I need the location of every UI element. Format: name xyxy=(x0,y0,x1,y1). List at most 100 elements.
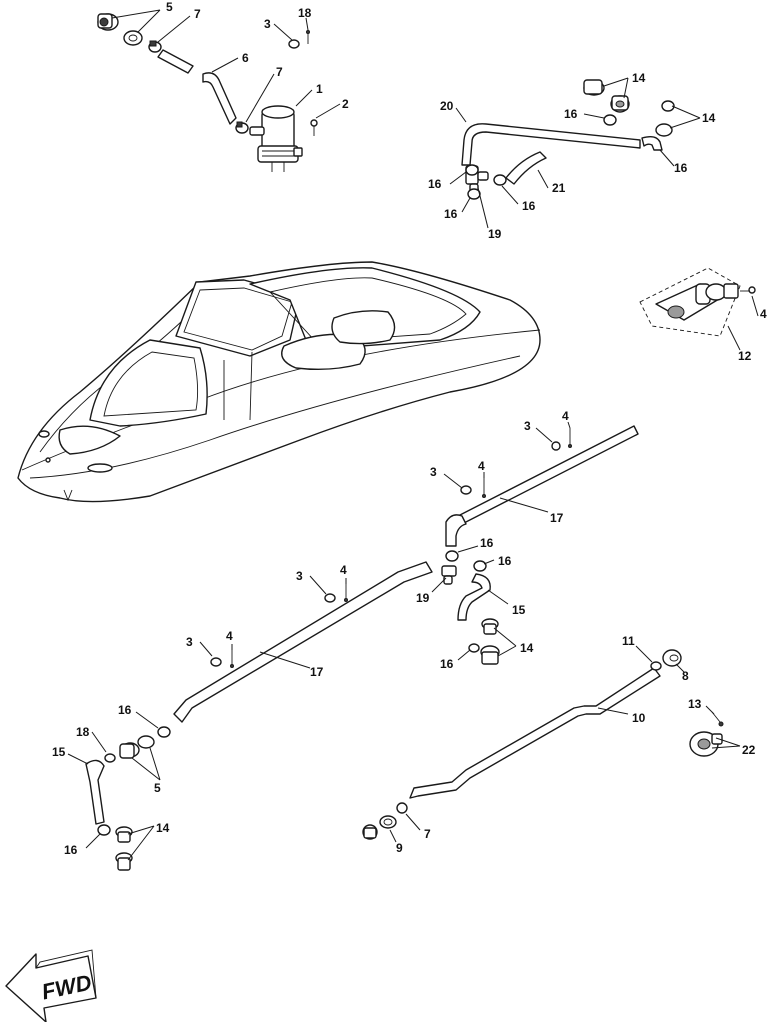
callout: 14 xyxy=(520,641,534,655)
callout: 13 xyxy=(688,697,702,711)
callout: 21 xyxy=(552,181,566,195)
callout: 3 xyxy=(524,419,531,433)
callout: 19 xyxy=(488,227,502,241)
clamp-16-bottom xyxy=(97,824,111,836)
clamp-11 xyxy=(650,661,662,671)
callout: 17 xyxy=(310,665,324,679)
callout: 3 xyxy=(296,569,303,583)
callout: 16 xyxy=(564,107,578,121)
callout: 8 xyxy=(682,669,689,683)
callout: 16 xyxy=(498,554,512,568)
callout: 19 xyxy=(416,591,430,605)
callout: 9 xyxy=(396,841,403,855)
clamp-3-upper-a xyxy=(551,441,561,451)
thru-hull-14-top-a xyxy=(583,79,605,96)
callout: 16 xyxy=(674,161,688,175)
clamp-7-lower xyxy=(396,802,408,814)
callout: 15 xyxy=(512,603,526,617)
callout: 3 xyxy=(186,635,193,649)
clamp-3-lower-b xyxy=(210,657,222,667)
thru-hull-5-lower xyxy=(119,735,155,759)
screw-4-upper-a xyxy=(568,428,572,448)
callout: 4 xyxy=(562,409,569,423)
callout: 4 xyxy=(226,629,233,643)
clamp-18-lower xyxy=(104,753,116,763)
clamp-16-lower xyxy=(157,726,171,738)
callout: 14 xyxy=(156,821,170,835)
clamp-3-upper-b xyxy=(460,485,472,495)
callout: 16 xyxy=(522,199,536,213)
hose-15-lower xyxy=(85,759,105,825)
callout: 14 xyxy=(632,71,646,85)
hose-6 xyxy=(202,72,237,125)
callout: 5 xyxy=(166,0,173,14)
callout: 16 xyxy=(428,177,442,191)
clamp-3-lower-a xyxy=(324,593,336,603)
tube-17-lower xyxy=(173,561,433,723)
hose-20 xyxy=(461,123,641,166)
clamp-16-a xyxy=(603,114,617,126)
callout: 5 xyxy=(154,781,161,795)
hose-21 xyxy=(505,151,547,185)
screw-4-lower-b xyxy=(230,650,234,668)
callout: 18 xyxy=(76,725,90,739)
hose-clamp-7-top xyxy=(148,40,162,53)
clamp-16-d xyxy=(493,174,507,186)
tube-17-upper xyxy=(457,425,639,525)
callout: 22 xyxy=(742,743,756,757)
forward-arrow-icon: FWD xyxy=(5,949,97,1022)
screw-2 xyxy=(310,119,318,136)
hose-clamp-7-pump xyxy=(235,121,249,134)
thru-hull-14-top-b xyxy=(610,95,630,113)
callout: 4 xyxy=(340,563,347,577)
callout: 18 xyxy=(298,6,312,20)
thru-hull-9 xyxy=(362,824,378,840)
clamp-3-top xyxy=(288,39,300,49)
callout: 14 xyxy=(702,111,716,125)
callouts: 5 7 3 18 6 7 1 2 14 20 16 14 16 16 16 21… xyxy=(52,0,767,857)
thru-hull-14-lower xyxy=(115,826,133,871)
callout: 16 xyxy=(64,843,78,857)
bracket-assembly-12 xyxy=(639,267,756,337)
clamp-16-mid-b xyxy=(473,560,487,572)
callout: 16 xyxy=(118,703,132,717)
callout: 3 xyxy=(264,17,271,31)
leader-lines xyxy=(67,9,759,861)
callout: 7 xyxy=(194,7,201,21)
boat-hull xyxy=(17,261,541,503)
callout: 7 xyxy=(424,827,431,841)
callout: 20 xyxy=(440,99,454,113)
callout: 1 xyxy=(316,82,323,96)
screw-18-top xyxy=(306,30,310,44)
hose-elbow-16 xyxy=(641,135,663,151)
callout: 17 xyxy=(550,511,564,525)
screw-4-lower-a xyxy=(344,584,348,602)
callout: 7 xyxy=(276,65,283,79)
callout: 15 xyxy=(52,745,66,759)
clamp-16-b xyxy=(465,164,479,176)
fitting-22 xyxy=(689,731,723,757)
thru-hull-14-mid xyxy=(480,618,500,665)
callout: 6 xyxy=(242,51,249,65)
callout: 3 xyxy=(430,465,437,479)
callout: 4 xyxy=(478,459,485,473)
callout: 16 xyxy=(440,657,454,671)
tube-10 xyxy=(409,667,661,799)
tee-fitting-19-mid xyxy=(441,565,457,585)
nut-9 xyxy=(379,815,397,829)
thru-hull-fitting-5 xyxy=(97,13,119,31)
clamp-16-mid-c xyxy=(468,643,480,653)
hose-straight xyxy=(157,49,194,74)
callout: 16 xyxy=(444,207,458,221)
elbow-upper xyxy=(445,514,467,547)
hose-15-upper xyxy=(457,573,491,621)
nut-5 xyxy=(123,30,143,46)
fitting-8 xyxy=(662,649,682,667)
fitting-14-right xyxy=(655,100,675,137)
callout: 10 xyxy=(632,711,646,725)
callout: 16 xyxy=(480,536,494,550)
callout: 11 xyxy=(622,634,635,648)
callout: 4 xyxy=(760,307,767,321)
callout: 12 xyxy=(738,349,752,363)
